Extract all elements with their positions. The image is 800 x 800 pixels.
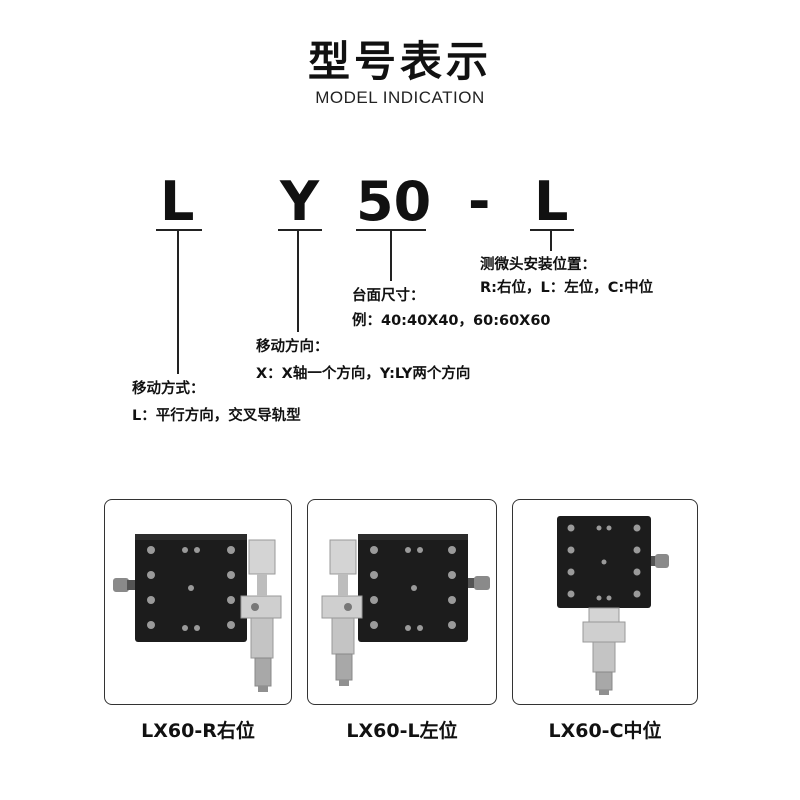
code-char-size: 50 <box>356 170 432 233</box>
leader-line-direction <box>297 229 299 332</box>
page-subtitle: MODEL INDICATION <box>315 88 485 107</box>
caption-right: LX60-R右位 <box>141 720 255 742</box>
movement-direction-desc: X：X轴一个方向，Y:LY两个方向 <box>256 366 471 382</box>
micrometer-position-desc: R:右位，L：左位，C:中位 <box>480 280 654 296</box>
code-char-position: L <box>534 170 569 233</box>
code-char-type: L <box>160 170 195 233</box>
caption-left: LX60-L左位 <box>346 720 458 742</box>
movement-type-heading: 移动方式： <box>132 381 205 397</box>
stage-photo-right <box>113 534 282 692</box>
leader-line-size <box>390 229 392 281</box>
code-char-direction: Y <box>280 170 320 233</box>
underline-position <box>530 229 574 231</box>
leader-line-type <box>177 229 179 374</box>
movement-type-desc: L：平行方向，交叉导轨型 <box>132 408 301 424</box>
table-size-heading: 台面尺寸： <box>352 288 425 304</box>
page-title: 型号表示 <box>307 37 492 86</box>
product-card-center <box>512 499 698 705</box>
micrometer-position-heading: 测微头安装位置： <box>480 257 596 273</box>
leader-line-position <box>550 229 552 251</box>
table-size-desc: 例：40:40X40，60:60X60 <box>352 313 551 329</box>
underline-type <box>156 229 202 231</box>
code-char-dash: - <box>468 170 491 233</box>
stage-photo-center <box>557 516 669 695</box>
product-card-left <box>307 499 497 705</box>
underline-direction <box>278 229 322 231</box>
product-card-right <box>104 499 292 705</box>
caption-center: LX60-C中位 <box>548 720 662 742</box>
stage-photo-left <box>321 534 490 686</box>
movement-direction-heading: 移动方向： <box>256 339 329 355</box>
